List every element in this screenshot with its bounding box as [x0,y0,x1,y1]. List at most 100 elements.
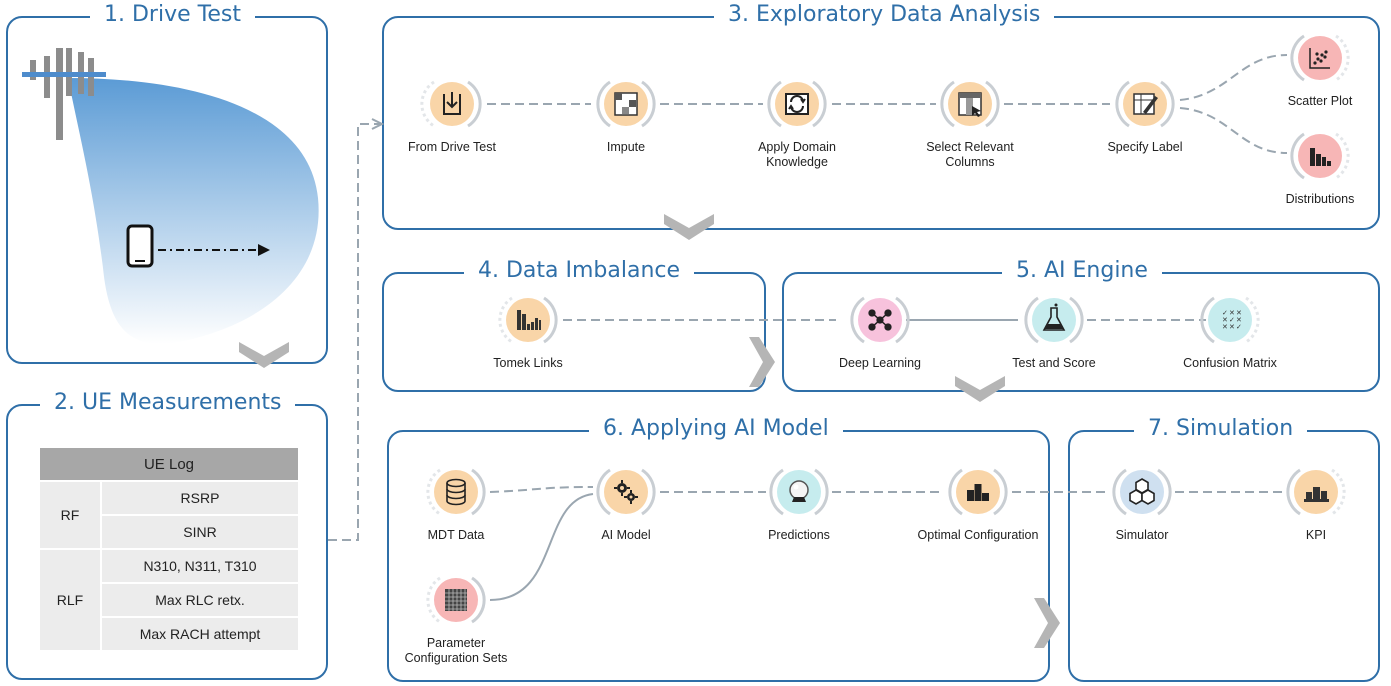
ue-measurements-panel: 2. UE Measurements UE Log RF RSRP SINR R… [6,390,328,680]
select-columns-icon [958,92,982,117]
svg-text:✕: ✕ [1222,316,1228,324]
grid-icon [445,589,467,611]
rf-item: SINR [102,516,298,548]
edit-table-icon [1133,93,1158,115]
node-label: Tomek Links [493,356,563,370]
simulator-node[interactable]: Simulator [1072,460,1212,543]
crystal-ball-icon [789,480,809,502]
database-icon [446,478,466,506]
optimal-configuration-node[interactable]: Optimal Configuration [908,460,1048,543]
data-imbalance-panel: 4. Data Imbalance [382,258,766,392]
confusion-matrix-node[interactable]: ✓✕✕✕✓✕✕✕✓ Confusion Matrix [1160,288,1300,371]
chevron-down-icon [239,342,289,368]
node-label-line: Knowledge [766,155,828,169]
svg-text:✕: ✕ [1236,316,1242,324]
drive-test-panel: 1. Drive Test [6,2,328,364]
mdt-data-node[interactable]: MDT Data [386,460,526,543]
rlf-item: Max RLC retx. [102,584,298,616]
panel-title: 4. Data Imbalance [464,258,695,283]
ue-log-header: UE Log [40,448,298,480]
svg-text:✓: ✓ [1229,316,1235,324]
node-label: Distributions [1285,192,1355,206]
node-label: Deep Learning [838,356,921,370]
node-label: MDT Data [427,528,485,542]
rlf-item: Max RACH attempt [102,618,298,650]
bar-levels-icon [517,310,541,330]
chevron-right-icon [1034,598,1060,648]
link-arrowhead [371,118,385,130]
link [1179,107,1288,154]
tomek-links-node[interactable]: Tomek Links [458,288,598,371]
specify-label-node[interactable]: Specify Label [1075,72,1215,155]
movement-arrow [158,244,270,256]
neural-network-icon [868,309,892,331]
impute-grid-icon [614,92,638,116]
distributions-node[interactable]: Distributions [1250,124,1390,207]
hexagons-icon [1129,478,1155,505]
test-and-score-node[interactable]: Test and Score [984,288,1124,371]
link [1179,54,1288,101]
deep-learning-node[interactable]: Deep Learning [810,288,950,371]
rlf-item: N310, N311, T310 [102,550,298,582]
rf-item: RSRP [102,482,298,514]
node-label: Predictions [768,528,830,542]
node-label-line: Select Relevant [926,140,1014,154]
ue-log-table: UE Log RF RSRP SINR RLF N310, N311, T310… [38,446,300,652]
chevron-down-icon [664,214,714,240]
predictions-node[interactable]: Predictions [729,460,869,543]
chevron-down-icon [955,376,1005,402]
phone-icon [126,224,154,268]
gears-icon [614,480,638,504]
node-label: Simulator [1115,528,1169,542]
drive-test-illustration [22,48,319,344]
node-label: Test and Score [1012,356,1096,370]
applying-ai-model-panel: 6. Applying AI Model [387,416,1050,682]
rf-label: RF [40,482,100,548]
impute-node[interactable]: Impute [556,72,696,155]
antenna-icon [22,48,106,140]
node-label-line: Columns [945,155,995,169]
svg-text:✓: ✓ [1222,309,1228,317]
refresh-icon [785,93,809,115]
link [328,123,380,541]
panel-title: 7. Simulation [1134,416,1308,441]
scatter-plot-node[interactable]: Scatter Plot [1250,26,1390,109]
svg-text:✓: ✓ [1236,323,1242,331]
node-label: Optimal Configuration [917,528,1039,542]
matrix-icon: ✓✕✕✕✓✕✕✕✓ [1222,309,1242,331]
panel-title: 5. AI Engine [1002,258,1162,283]
ai-model-node[interactable]: AI Model [556,460,696,543]
link [489,486,594,493]
simulation-panel: 7. Simulation [1068,416,1380,682]
chevron-right-icon [749,337,775,387]
rlf-label: RLF [40,550,100,650]
panel-title: 3. Exploratory Data Analysis [714,2,1055,27]
ai-engine-panel: 5. AI Engine [782,258,1380,392]
flask-icon [1042,303,1066,331]
node-label-line: Parameter [426,636,486,650]
panel-title: 1. Drive Test [90,2,255,27]
from-drive-test-node[interactable]: From Drive Test [382,72,522,155]
svg-text:✕: ✕ [1222,323,1228,331]
node-label: AI Model [601,528,651,542]
node-label-line: Apply Domain [758,140,836,154]
node-label-line: Configuration Sets [404,651,508,665]
scatter-plot-icon [1309,48,1330,69]
node-label: Scatter Plot [1287,94,1353,108]
kpi-node[interactable]: KPI [1246,460,1386,543]
svg-text:✕: ✕ [1236,309,1242,317]
node-label: From Drive Test [408,140,496,154]
panel-title: 2. UE Measurements [40,390,296,415]
node-label: KPI [1305,528,1327,542]
download-file-icon [443,92,461,115]
eda-panel: 3. Exploratory Data Analysis [382,2,1380,230]
histogram-icon [1310,148,1331,166]
coverage-beam [68,78,319,344]
